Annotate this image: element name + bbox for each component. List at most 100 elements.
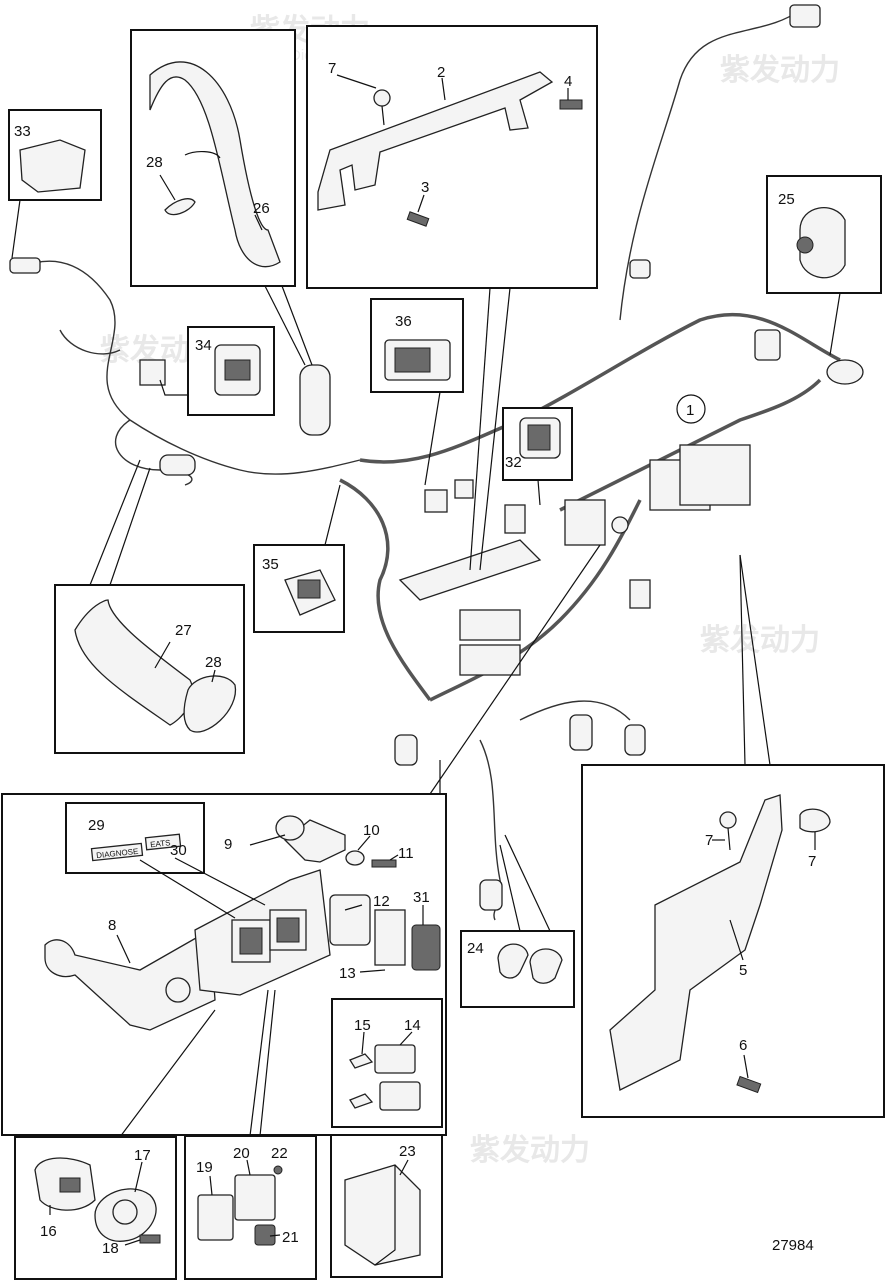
bracket-part (44, 928, 216, 1031)
leader-lines (89, 285, 771, 1138)
connector (424, 489, 448, 513)
screw (371, 859, 397, 868)
watermark-brand: 紫发动力 (470, 1134, 590, 1167)
bracket-plate (564, 499, 606, 546)
relay-base (197, 1194, 234, 1241)
callout-32: 32 (505, 454, 522, 471)
callout-28: 28 (205, 654, 222, 671)
connector (239, 927, 263, 955)
callout-27: 27 (175, 622, 192, 639)
clip-part (799, 207, 846, 279)
bracket-part (609, 794, 783, 1091)
callout-25: 25 (778, 191, 795, 208)
callout-11: 11 (398, 845, 414, 862)
inset-sleeve-26 (130, 29, 296, 287)
callout-28: 28 (146, 154, 163, 171)
lifting-eye (719, 811, 737, 829)
sleeve-part (149, 61, 281, 268)
callout-17: 17 (134, 1147, 151, 1164)
callout-5: 5 (739, 962, 747, 979)
lifting-eye (799, 808, 831, 833)
watermark-brand: 紫发动力 (700, 624, 820, 657)
inset-relays (184, 1135, 317, 1280)
clip (529, 948, 563, 984)
screw (139, 1234, 161, 1244)
inset-control-unit-23 (330, 1134, 443, 1278)
connector (479, 879, 503, 911)
callout-1: 1 (686, 402, 694, 419)
connector (624, 724, 646, 756)
terminal (349, 1053, 374, 1069)
decal-eats-text: EATS (150, 838, 171, 849)
relay-small (254, 1224, 276, 1246)
connector (454, 479, 474, 499)
callout-30: 30 (170, 842, 187, 859)
connector (754, 329, 781, 361)
callout-13: 13 (339, 965, 356, 982)
relay-block (459, 609, 521, 641)
inset-connector-36 (370, 298, 464, 486)
cover (411, 924, 441, 971)
callout-2: 2 (437, 64, 445, 81)
cable-tie (183, 675, 237, 733)
callout-7: 7 (328, 60, 336, 77)
inset-connector-34 (159, 326, 275, 416)
callout-circle (676, 394, 706, 424)
inset-connector-32 (502, 407, 573, 506)
callout-7: 7 (808, 853, 816, 870)
callout-4: 4 (564, 73, 572, 90)
inset-bracket-2 (306, 25, 598, 289)
callout-33: 33 (14, 123, 31, 140)
callout-24: 24 (467, 940, 484, 957)
connector-housing (329, 894, 371, 946)
decal-diagnose: DIAGNOSE (90, 842, 144, 862)
callout-35: 35 (262, 556, 279, 573)
lock-clip (374, 909, 406, 966)
callout-15: 15 (354, 1017, 371, 1034)
drawing-number: 27984 (772, 1237, 814, 1254)
connector-face (224, 359, 251, 381)
connector (394, 734, 418, 766)
grommet (275, 815, 305, 841)
connector-housing (379, 1081, 421, 1111)
connector (276, 917, 300, 943)
callout-29: 29 (88, 817, 105, 834)
protective-sleeve (299, 364, 331, 436)
grommet (826, 359, 864, 385)
connector-face (527, 424, 551, 451)
inset-clips-24 (460, 834, 575, 1008)
connector (789, 4, 821, 28)
callout-20: 20 (233, 1145, 250, 1162)
callout-10: 10 (363, 822, 380, 839)
decal-eats: EATS (144, 833, 182, 851)
callout-3: 3 (421, 179, 429, 196)
connector (629, 259, 651, 279)
washer (345, 850, 365, 866)
connector (629, 579, 651, 609)
lifting-eye (373, 89, 391, 107)
connector (504, 504, 526, 534)
connector-cover (19, 139, 86, 193)
connector (569, 714, 593, 751)
callout-26: 26 (253, 200, 270, 217)
inset-grommet-16 (14, 1136, 177, 1280)
screw (736, 1075, 762, 1094)
screw (273, 1165, 283, 1175)
callout-22: 22 (271, 1145, 288, 1162)
inset-grommet-35 (253, 484, 345, 633)
callout-14: 14 (404, 1017, 421, 1034)
control-unit-bracket (679, 444, 751, 506)
relay (234, 1174, 276, 1221)
flange-hole (112, 1199, 138, 1225)
bracket-part (317, 71, 554, 211)
inset-terminals (331, 998, 443, 1128)
callout-18: 18 (102, 1240, 119, 1257)
callout-9: 9 (224, 836, 232, 853)
decal-diagnose-text: DIAGNOSE (96, 847, 139, 860)
callout-21: 21 (282, 1229, 299, 1246)
callout-19: 19 (196, 1159, 213, 1176)
sleeve-part (74, 599, 194, 726)
grommet-face (297, 579, 321, 599)
clip-screw (796, 236, 814, 254)
